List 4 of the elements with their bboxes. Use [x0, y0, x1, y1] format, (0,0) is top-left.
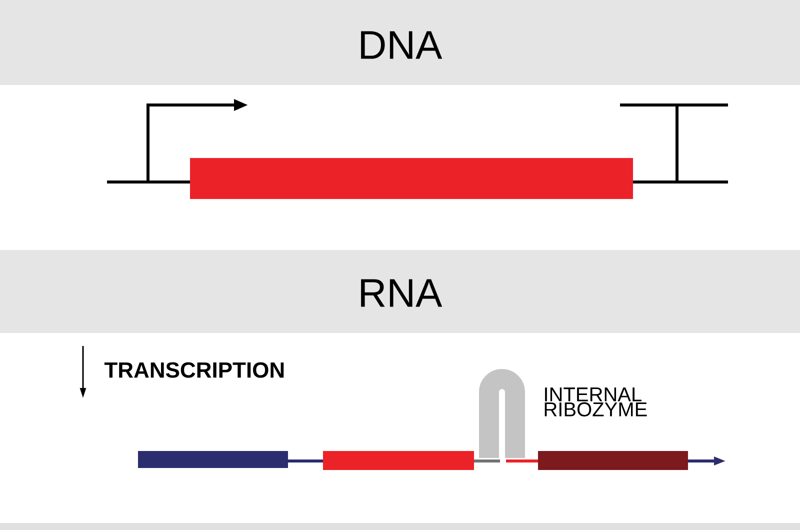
- label-text: TRANSCRIPTION: [104, 362, 284, 378]
- header-band: RNA: [0, 250, 800, 333]
- header-band: DNA: [0, 0, 800, 85]
- label-text: INTERNAL RIBOZYME: [544, 388, 647, 416]
